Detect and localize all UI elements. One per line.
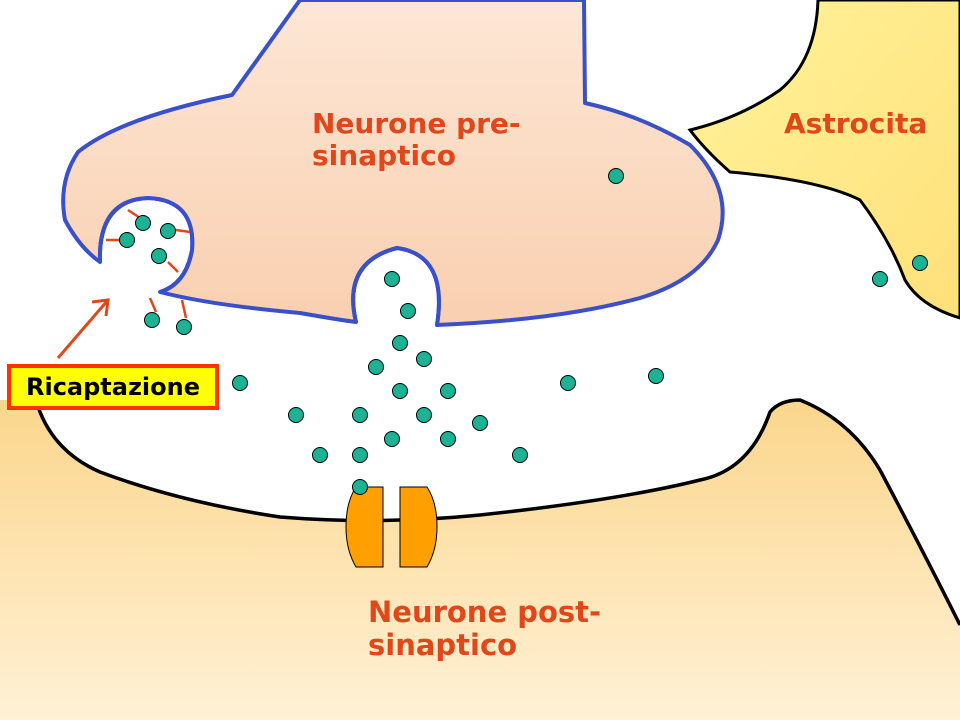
- neurotransmitter: [176, 319, 192, 335]
- astrocyte-body: [687, 0, 960, 320]
- neurotransmitter: [392, 383, 408, 399]
- neurotransmitter: [312, 447, 328, 463]
- neurotransmitter: [119, 232, 135, 248]
- reuptake-arrow: [56, 298, 110, 359]
- neurotransmitter: [392, 335, 408, 351]
- transporter-lines: [106, 208, 191, 319]
- presynaptic-label-line1: Neurone pre-: [312, 107, 521, 140]
- postsynaptic-membrane: [34, 398, 960, 626]
- neurotransmitters: [119, 168, 928, 495]
- neurotransmitter: [288, 407, 304, 423]
- neurotransmitter: [352, 479, 368, 495]
- neurotransmitter: [384, 431, 400, 447]
- presynaptic-neuron: [61, 0, 725, 327]
- neurotransmitter: [144, 312, 160, 328]
- postsynaptic-label: Neurone post- sinaptico: [368, 595, 602, 663]
- reuptake-vesicle: [97, 195, 195, 294]
- neurotransmitter: [472, 415, 488, 431]
- neurotransmitter: [416, 351, 432, 367]
- neurotransmitter: [440, 431, 456, 447]
- reuptake-label-box: Ricaptazione: [7, 364, 219, 410]
- postsynaptic-label-line2: sinaptico: [368, 628, 518, 663]
- astrocyte-label: Astrocita: [784, 107, 928, 140]
- neurotransmitter: [648, 368, 664, 384]
- neurotransmitter: [872, 271, 888, 287]
- postsynaptic-label-line1: Neurone post-: [368, 595, 602, 629]
- neurotransmitter: [400, 303, 416, 319]
- neurotransmitter: [416, 407, 432, 423]
- neurotransmitter: [352, 447, 368, 463]
- postsynaptic-neuron: [0, 400, 960, 720]
- neurotransmitter: [608, 168, 624, 184]
- neurotransmitter: [160, 223, 176, 239]
- neurotransmitter: [368, 359, 384, 375]
- presynaptic-label-line2: sinaptico: [312, 139, 456, 173]
- neurotransmitter: [151, 248, 167, 264]
- neurotransmitter: [135, 215, 151, 231]
- reuptake-label: Ricaptazione: [25, 373, 201, 401]
- neurotransmitter: [232, 375, 248, 391]
- neurotransmitter: [384, 271, 400, 287]
- neurotransmitter: [352, 407, 368, 423]
- neurotransmitter: [512, 447, 528, 463]
- neurotransmitter: [912, 255, 928, 271]
- neurotransmitter: [560, 375, 576, 391]
- fusing-vesicle: [351, 245, 441, 326]
- presynaptic-label: Neurone pre- sinaptico: [312, 107, 521, 173]
- neurotransmitter: [440, 383, 456, 399]
- receptor: [345, 486, 438, 568]
